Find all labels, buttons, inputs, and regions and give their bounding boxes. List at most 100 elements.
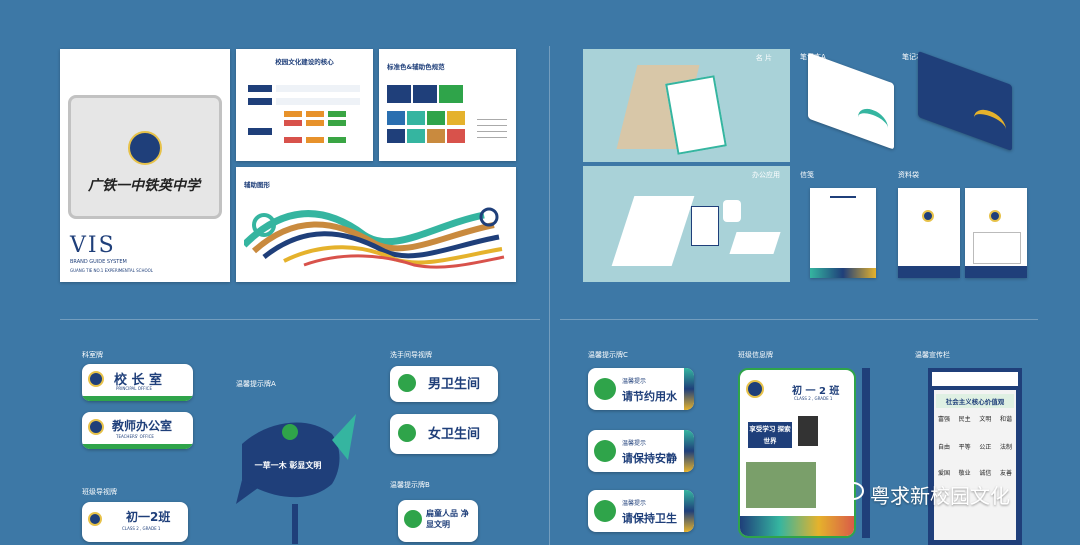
letterhead <box>611 196 695 266</box>
class-board-en: CLASS 2 , GRADE 1 <box>794 396 833 401</box>
letter-header <box>830 196 856 198</box>
culture-cell <box>284 111 302 117</box>
man-icon <box>398 374 416 392</box>
culture-row-tag <box>248 85 272 92</box>
tip-c-label: 温馨提示牌C <box>588 351 628 359</box>
board-side-post <box>862 368 870 538</box>
culture-panel-title: 校园文化建设的核心 <box>275 58 334 66</box>
tip-b-label: 温馨提示牌B <box>390 481 430 489</box>
notebook-a <box>808 52 894 150</box>
aux-graphic-title: 辅助图形 <box>244 181 270 189</box>
color-swatch-navy <box>413 85 437 103</box>
lawn-fish-sign <box>236 414 356 544</box>
office-sign-teachers: 教师办公室 TEACHERS' OFFICE <box>82 412 193 449</box>
values-row-1: 富强 民主 文明 和谐 <box>938 414 1012 423</box>
sign-side-wave <box>684 430 694 472</box>
watermark-text: 粤求新校园文化 <box>870 484 1010 508</box>
letter-paper <box>810 188 876 278</box>
wc-sign-women: 女卫生间 <box>390 414 498 454</box>
wc-sign-men: 男卫生间 <box>390 366 498 402</box>
culture-cell <box>328 120 346 126</box>
teacher-photo <box>798 416 818 446</box>
color-swatch <box>407 129 425 143</box>
culture-cell <box>328 111 346 117</box>
color-swatch <box>387 111 405 125</box>
spec-text-line <box>477 125 507 126</box>
color-swatch <box>447 111 465 125</box>
mingpian-label: 名 片 <box>755 54 772 62</box>
horizontal-divider-right <box>560 319 1038 320</box>
color-swatch <box>407 111 425 125</box>
wc-sign-text: 女卫生间 <box>428 427 481 442</box>
value-item: 民主 <box>958 416 971 423</box>
sign-emblem-icon <box>88 371 104 387</box>
vertical-divider <box>549 46 550 545</box>
letter-footer-wave <box>810 268 876 278</box>
leaf-icon <box>282 424 298 440</box>
hand-icon <box>404 510 422 528</box>
color-swatch <box>427 129 445 143</box>
color-swatch <box>447 129 465 143</box>
lawn-sign-text: 一草一木 彰显文明 <box>254 461 322 470</box>
tip-c-sign-clean: 温馨提示 请保持卫生 <box>588 490 694 532</box>
culture-row-bar <box>276 98 360 105</box>
tip-c-text: 请保持卫生 <box>622 512 677 525</box>
folder-label: 资料袋 <box>898 171 919 179</box>
sign-emblem-icon <box>88 512 102 526</box>
office-sign-en: PRINCIPAL OFFICE <box>116 386 152 391</box>
office-photo: 办公应用 <box>583 166 790 282</box>
value-item: 自由 <box>938 444 951 451</box>
value-item: 法制 <box>999 444 1012 451</box>
folder-footer <box>898 266 960 278</box>
color-spec-panel: 标准色&辅助色规范 <box>379 49 516 161</box>
class-sign-en: CLASS 2 , GRADE 1 <box>122 526 161 531</box>
culture-cell <box>284 137 302 143</box>
color-swatch-navy <box>387 85 411 103</box>
office-sign-principal: 校 长 室 PRINCIPAL OFFICE <box>82 364 193 401</box>
notebook-b-label: 笔记本B <box>902 53 928 61</box>
notebook-wave <box>974 105 1006 142</box>
office-label: 办公应用 <box>752 171 780 179</box>
folder-back <box>965 188 1027 278</box>
values-board-title: 社会主义核心价值观 <box>936 394 1014 408</box>
value-item: 和谐 <box>999 416 1012 423</box>
vis-subtitle: BRAND GUIDE SYSTEM <box>70 259 127 265</box>
notebook-b <box>918 50 1012 152</box>
spec-text-line <box>477 119 507 120</box>
tip-b-sign: 扁童人品 净显文明 <box>398 500 478 542</box>
culture-row-tag <box>248 128 272 135</box>
tip-c-text: 请保持安静 <box>622 452 677 465</box>
value-item: 文明 <box>979 416 992 423</box>
lawn-sign-label: 温馨提示牌A <box>236 380 276 388</box>
wechat-icon <box>842 482 864 500</box>
folder-emblem-icon <box>922 210 934 222</box>
values-row-3: 爱国 敬业 诚信 友善 <box>938 468 1012 477</box>
folder-footer <box>965 266 1027 278</box>
sign-side-wave <box>684 490 694 532</box>
clean-icon <box>594 500 616 522</box>
class-info-board: 初 一 2 班 CLASS 2 , GRADE 1 享受学习 探索世界 <box>738 368 856 538</box>
sign-side-wave <box>684 368 694 410</box>
school-name-calligraphy: 广铁一中铁英中学 <box>88 178 200 194</box>
color-swatch-green <box>439 85 463 103</box>
notebook-wave <box>858 104 888 141</box>
value-item: 公正 <box>979 444 992 451</box>
aux-graphic-panel: 辅助图形 <box>236 167 516 282</box>
values-row-2: 自由 平等 公正 法制 <box>938 442 1012 451</box>
culture-cell <box>306 120 324 126</box>
wave-pattern-graphic <box>244 207 505 269</box>
class-info-label: 班级信息牌 <box>738 351 773 359</box>
tip-c-sign-quiet: 温馨提示 请保持安静 <box>588 430 694 472</box>
sign-bottom-band <box>82 396 193 401</box>
folder-emblem-icon <box>989 210 1001 222</box>
class-slogan: 享受学习 探索世界 <box>748 422 792 448</box>
culture-cell <box>306 137 324 143</box>
value-item: 爱国 <box>938 470 951 477</box>
value-item: 平等 <box>958 444 971 451</box>
culture-row-tag <box>248 98 272 105</box>
culture-cell <box>306 111 324 117</box>
badge-card <box>691 206 719 246</box>
tip-b-text: 扁童人品 净显文明 <box>426 509 469 529</box>
office-sign-label: 科室牌 <box>82 351 103 359</box>
value-item: 诚信 <box>979 470 992 477</box>
